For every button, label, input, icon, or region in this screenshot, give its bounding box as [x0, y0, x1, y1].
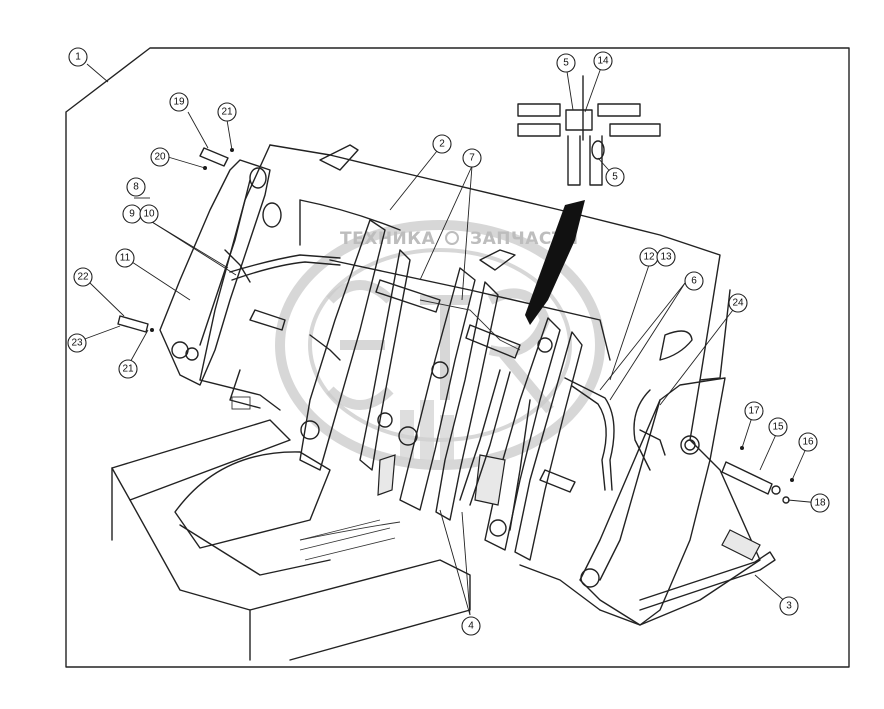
svg-text:22: 22 [77, 272, 89, 283]
right-mount-bracket [579, 330, 726, 626]
callout-5-top: 5 [556, 53, 576, 73]
svg-text:14: 14 [597, 56, 609, 67]
callout-7: 7 [462, 148, 482, 168]
detail-cylinder-ends [517, 75, 661, 186]
pin-22 [117, 315, 154, 333]
svg-text:23: 23 [71, 338, 83, 349]
callout-13: 13 [656, 247, 676, 267]
svg-text:1: 1 [75, 52, 81, 63]
svg-text:19: 19 [173, 97, 185, 108]
callout-12: 12 [639, 247, 659, 267]
callout-17: 17 [744, 401, 764, 421]
callout-1: 1 [68, 47, 88, 67]
svg-text:11: 11 [120, 253, 131, 264]
callout-24: 24 [728, 293, 748, 313]
callout-23: 23 [67, 333, 87, 353]
bucket-teeth-plates [299, 219, 583, 561]
callout-3: 3 [779, 596, 799, 616]
svg-text:21: 21 [221, 107, 233, 118]
callout-11: 11 [115, 248, 135, 268]
svg-text:17: 17 [748, 406, 760, 417]
cutting-edge-bar [639, 529, 776, 611]
callout-6: 6 [684, 271, 704, 291]
svg-text:15: 15 [772, 422, 784, 433]
hydraulic-cylinders [375, 279, 615, 506]
detail-arrow [525, 200, 585, 325]
pin-19 [199, 147, 234, 170]
svg-text:4: 4 [468, 621, 474, 632]
svg-text:21: 21 [122, 364, 134, 375]
callout-22: 22 [73, 267, 93, 287]
callout-2: 2 [432, 134, 452, 154]
callout-19: 19 [169, 92, 189, 112]
loader-arm [111, 419, 471, 661]
callout-15: 15 [768, 417, 788, 437]
watermark-logo: ТЕХНИКА ЗАПЧАСТИ [275, 220, 605, 470]
svg-text:18: 18 [814, 498, 826, 509]
svg-text:7: 7 [469, 153, 475, 164]
callout-16: 16 [798, 432, 818, 452]
svg-text:9: 9 [129, 209, 135, 220]
callout-10: 10 [139, 204, 159, 224]
callout-18: 18 [810, 493, 830, 513]
pin-15 [721, 446, 794, 504]
svg-text:10: 10 [143, 209, 155, 220]
bracket-top [249, 144, 576, 493]
callouts: 1 2 3 4 5 5 6 7 8 9 10 11 12 13 14 15 16… [67, 47, 830, 636]
svg-text:5: 5 [563, 58, 569, 69]
svg-text:13: 13 [660, 252, 672, 263]
svg-text:16: 16 [802, 437, 814, 448]
callout-14: 14 [593, 51, 613, 71]
svg-text:24: 24 [732, 298, 744, 309]
left-mount-bracket [159, 159, 341, 386]
svg-text:8: 8 [133, 182, 139, 193]
callout-20: 20 [150, 147, 170, 167]
callout-5-bottom: 5 [605, 167, 625, 187]
callout-9: 9 [122, 204, 142, 224]
svg-text:2: 2 [439, 139, 445, 150]
callout-21-bottom: 21 [118, 359, 138, 379]
svg-text:12: 12 [643, 252, 655, 263]
svg-text:5: 5 [612, 172, 618, 183]
callout-21-top: 21 [217, 102, 237, 122]
watermark-text-left: ТЕХНИКА [340, 229, 436, 249]
svg-text:3: 3 [786, 601, 792, 612]
svg-text:20: 20 [154, 152, 166, 163]
callout-4: 4 [461, 616, 481, 636]
callout-8: 8 [126, 177, 146, 197]
drawing-frame [65, 47, 850, 668]
svg-text:6: 6 [691, 276, 697, 287]
